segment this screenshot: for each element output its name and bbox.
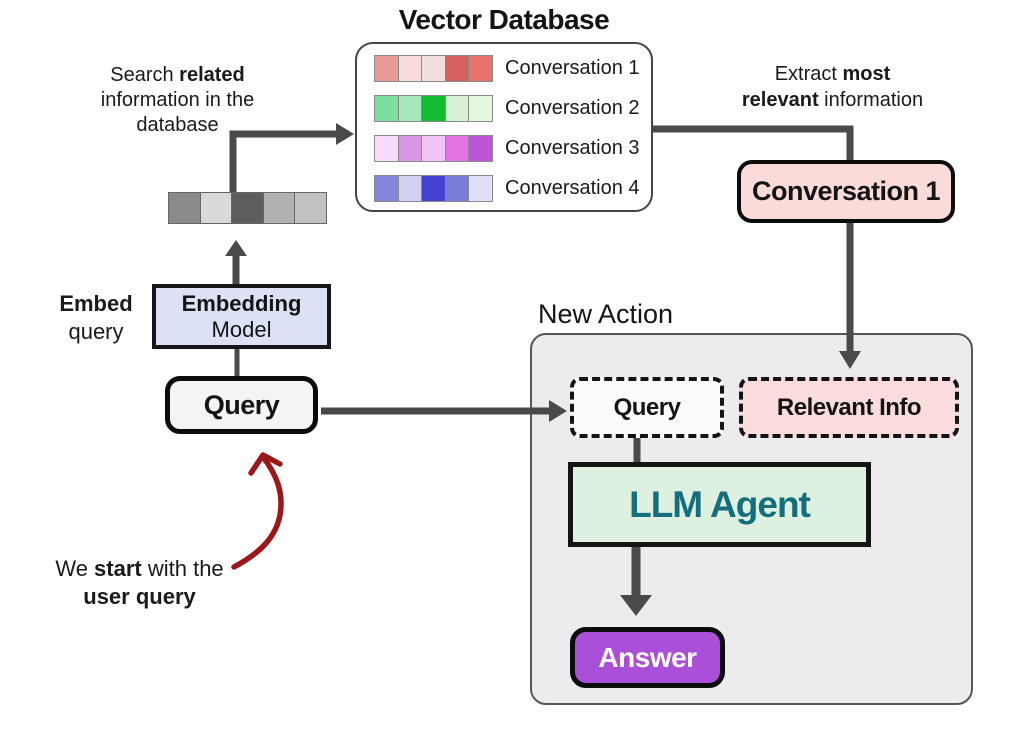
red-arrowhead-icon xyxy=(248,452,283,476)
extract-arrow-line xyxy=(653,125,854,352)
answer-box: Answer xyxy=(570,627,725,688)
conversation-row-label: Conversation 2 xyxy=(505,97,640,119)
vector-cell xyxy=(199,192,233,224)
extract-arrowhead-icon xyxy=(839,351,861,369)
conversation1-box: Conversation 1 xyxy=(737,160,955,223)
start-note-text: with the xyxy=(141,556,224,581)
search-note-bold: related xyxy=(179,64,245,86)
extract-note-bold: relevant xyxy=(741,89,819,111)
conversation-row-label: Conversation 4 xyxy=(505,177,640,199)
vector-cell xyxy=(468,175,493,202)
vector-cell xyxy=(444,135,470,162)
query-to-action-arrowhead-icon xyxy=(549,400,567,422)
search-arrow-line xyxy=(229,130,336,192)
conversation-row: Conversation 4 xyxy=(374,175,651,202)
vector-cell xyxy=(421,175,446,202)
action-query-box: Query xyxy=(570,377,724,438)
embedding-model-sublabel: Model xyxy=(211,316,272,342)
vector-cell xyxy=(397,95,423,122)
vector-cell xyxy=(168,192,201,224)
embedding-model-box: Embedding Model xyxy=(152,284,331,349)
conversation1-label: Conversation 1 xyxy=(751,176,941,206)
conversation-row-label: Conversation 3 xyxy=(505,137,640,159)
llm-agent-label: LLM Agent xyxy=(629,483,811,525)
vector-cell xyxy=(374,135,399,162)
vector-database-title: Vector Database xyxy=(398,4,610,35)
embedding-strip xyxy=(374,135,493,162)
search-arrowhead-icon xyxy=(336,123,354,145)
answer-label: Answer xyxy=(598,641,697,673)
conversation-row: Conversation 3 xyxy=(374,135,651,162)
new-action-label: New Action xyxy=(538,299,674,329)
vector-cell xyxy=(231,192,264,224)
search-note-text: Search xyxy=(110,64,180,86)
start-note-bold: start xyxy=(94,556,142,581)
relevant-info-box: Relevant Info xyxy=(739,377,959,438)
action-query-label: Query xyxy=(613,393,681,421)
start-note-text: We xyxy=(55,556,95,581)
vector-cell xyxy=(468,135,493,162)
query-embedding-strip xyxy=(168,192,327,224)
embedding-strip xyxy=(374,175,493,202)
vector-cell xyxy=(444,95,470,122)
query-label: Query xyxy=(203,389,280,420)
vector-cell xyxy=(374,95,399,122)
vector-cell xyxy=(444,55,470,82)
vector-cell xyxy=(421,55,446,82)
vector-cell xyxy=(397,55,423,82)
vector-cell xyxy=(421,95,446,122)
embed-note: Embed query xyxy=(40,290,152,346)
search-note-text: database xyxy=(136,114,219,136)
embed-note-bold: Embed xyxy=(59,291,133,316)
embedding-model-label: Embedding xyxy=(181,290,302,316)
vector-cell xyxy=(294,192,327,224)
red-curved-arrow xyxy=(231,454,284,570)
vector-cell xyxy=(468,95,493,122)
search-note: Search related information in the databa… xyxy=(55,63,300,138)
llm-answer-arrowhead-icon xyxy=(620,595,652,616)
extract-note-bold: most xyxy=(842,63,891,85)
vector-cell xyxy=(444,175,470,202)
query-box: Query xyxy=(165,376,318,434)
embed-note-text: query xyxy=(68,319,124,344)
start-note: We start with the user query xyxy=(42,555,237,611)
conversation-row: Conversation 2 xyxy=(374,95,651,122)
start-note-bold: user query xyxy=(83,584,196,609)
vector-cell xyxy=(468,55,493,82)
search-note-text: information in the xyxy=(100,89,255,111)
conversation-row-label: Conversation 1 xyxy=(505,57,640,79)
vector-cell xyxy=(262,192,296,224)
embed-arrowhead-icon xyxy=(225,240,247,256)
extract-note-text: Extract xyxy=(774,63,843,85)
vector-cell xyxy=(397,135,423,162)
vector-cell xyxy=(374,175,399,202)
conversation-row: Conversation 1 xyxy=(374,55,651,82)
vector-database-box: Conversation 1 Conversation 2 Conversati… xyxy=(355,42,653,212)
relevant-info-label: Relevant Info xyxy=(776,393,922,421)
vector-cell xyxy=(421,135,446,162)
llm-agent-box: LLM Agent xyxy=(568,462,871,547)
embedding-strip xyxy=(374,55,493,82)
extract-note: Extract most relevant information xyxy=(710,61,955,113)
vector-cell xyxy=(397,175,423,202)
extract-note-text: information xyxy=(818,89,924,111)
embedding-strip xyxy=(374,95,493,122)
vector-cell xyxy=(374,55,399,82)
